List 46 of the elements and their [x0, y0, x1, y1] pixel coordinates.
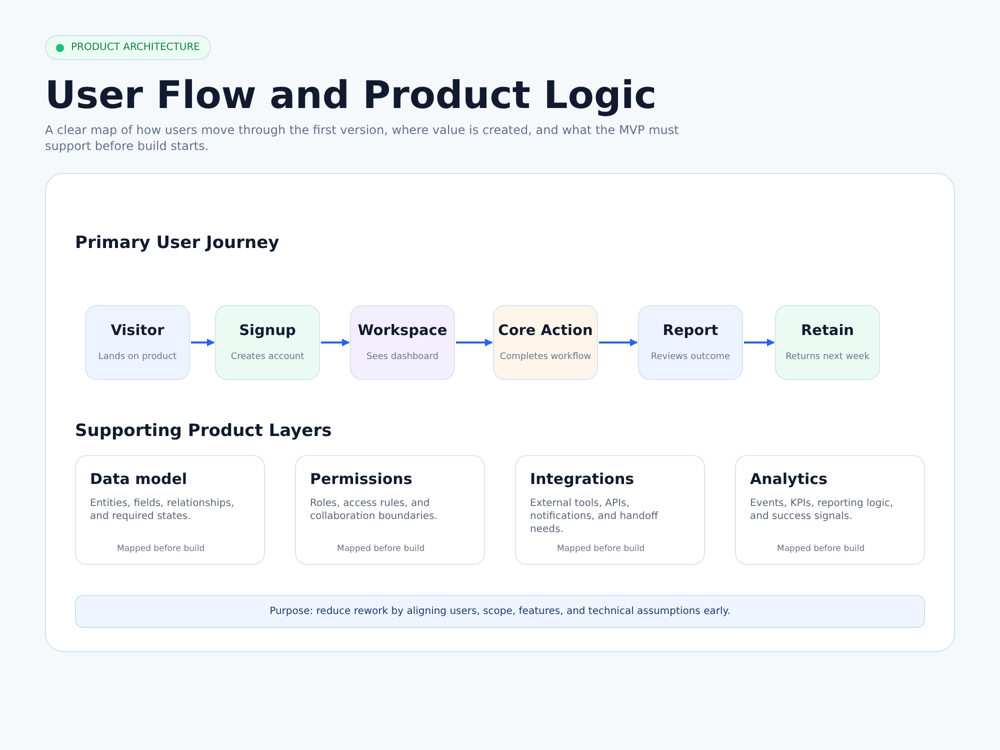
step-box — [215, 305, 320, 380]
step-title: Signup — [239, 322, 296, 340]
step-title: Retain — [800, 322, 854, 340]
card-description: Roles, access rules, and collaboration boundaries. — [310, 496, 438, 523]
step-description: Returns next week — [786, 352, 870, 364]
step-title: Report — [662, 322, 718, 340]
status-note: Mapped before build — [557, 543, 645, 556]
card-description: External tools, APIs, notifications, and handoff needs. — [530, 496, 660, 536]
step-description: Creates account — [230, 352, 304, 364]
layer-card — [735, 455, 925, 565]
flow-arrow — [744, 338, 775, 346]
step-description: Completes workflow — [500, 352, 592, 364]
section-heading: Supporting Product Layers — [75, 420, 332, 443]
banner-text: Purpose: reduce rework by aligning users, scope, features, and technical assumptions early. — [270, 605, 730, 619]
flow-arrow — [456, 338, 493, 346]
badge-text: PRODUCT ARCHITECTURE — [71, 41, 200, 55]
card-heading: Integrations — [530, 470, 636, 489]
card-heading: Data model — [90, 470, 188, 489]
step-box — [638, 305, 743, 380]
layer-card — [75, 455, 265, 565]
status-note: Mapped before build — [337, 543, 425, 556]
layer-card — [515, 455, 705, 565]
step-description: Lands on product — [98, 352, 177, 364]
step-title: Core Action — [498, 322, 593, 340]
step-box — [350, 305, 455, 380]
step-description: Sees dashboard — [366, 352, 438, 364]
page-subtitle: A clear map of how users move through the first version, where value is created, and what the MVP must support before build starts. — [45, 122, 680, 154]
step-title: Workspace — [358, 322, 448, 340]
card-heading: Analytics — [750, 470, 828, 489]
section-heading: Primary User Journey — [75, 232, 280, 255]
card-description: Entities, fields, relationships, and required states. — [90, 496, 236, 523]
step-description: Reviews outcome — [650, 352, 730, 364]
flow-arrow — [599, 338, 638, 346]
flow-arrow — [321, 338, 350, 346]
purpose-banner — [75, 595, 925, 628]
step-title: Visitor — [110, 322, 164, 340]
step-box — [775, 305, 880, 380]
layer-card — [295, 455, 485, 565]
status-note: Mapped before build — [117, 543, 205, 556]
step-box — [85, 305, 190, 380]
page-title: User Flow and Product Logic — [45, 72, 657, 119]
card-heading: Permissions — [310, 470, 414, 489]
status-note: Mapped before build — [777, 543, 865, 556]
step-box — [493, 305, 598, 380]
flow-arrow — [191, 338, 215, 346]
card-description: Events, KPIs, reporting logic, and success signals. — [750, 496, 894, 523]
